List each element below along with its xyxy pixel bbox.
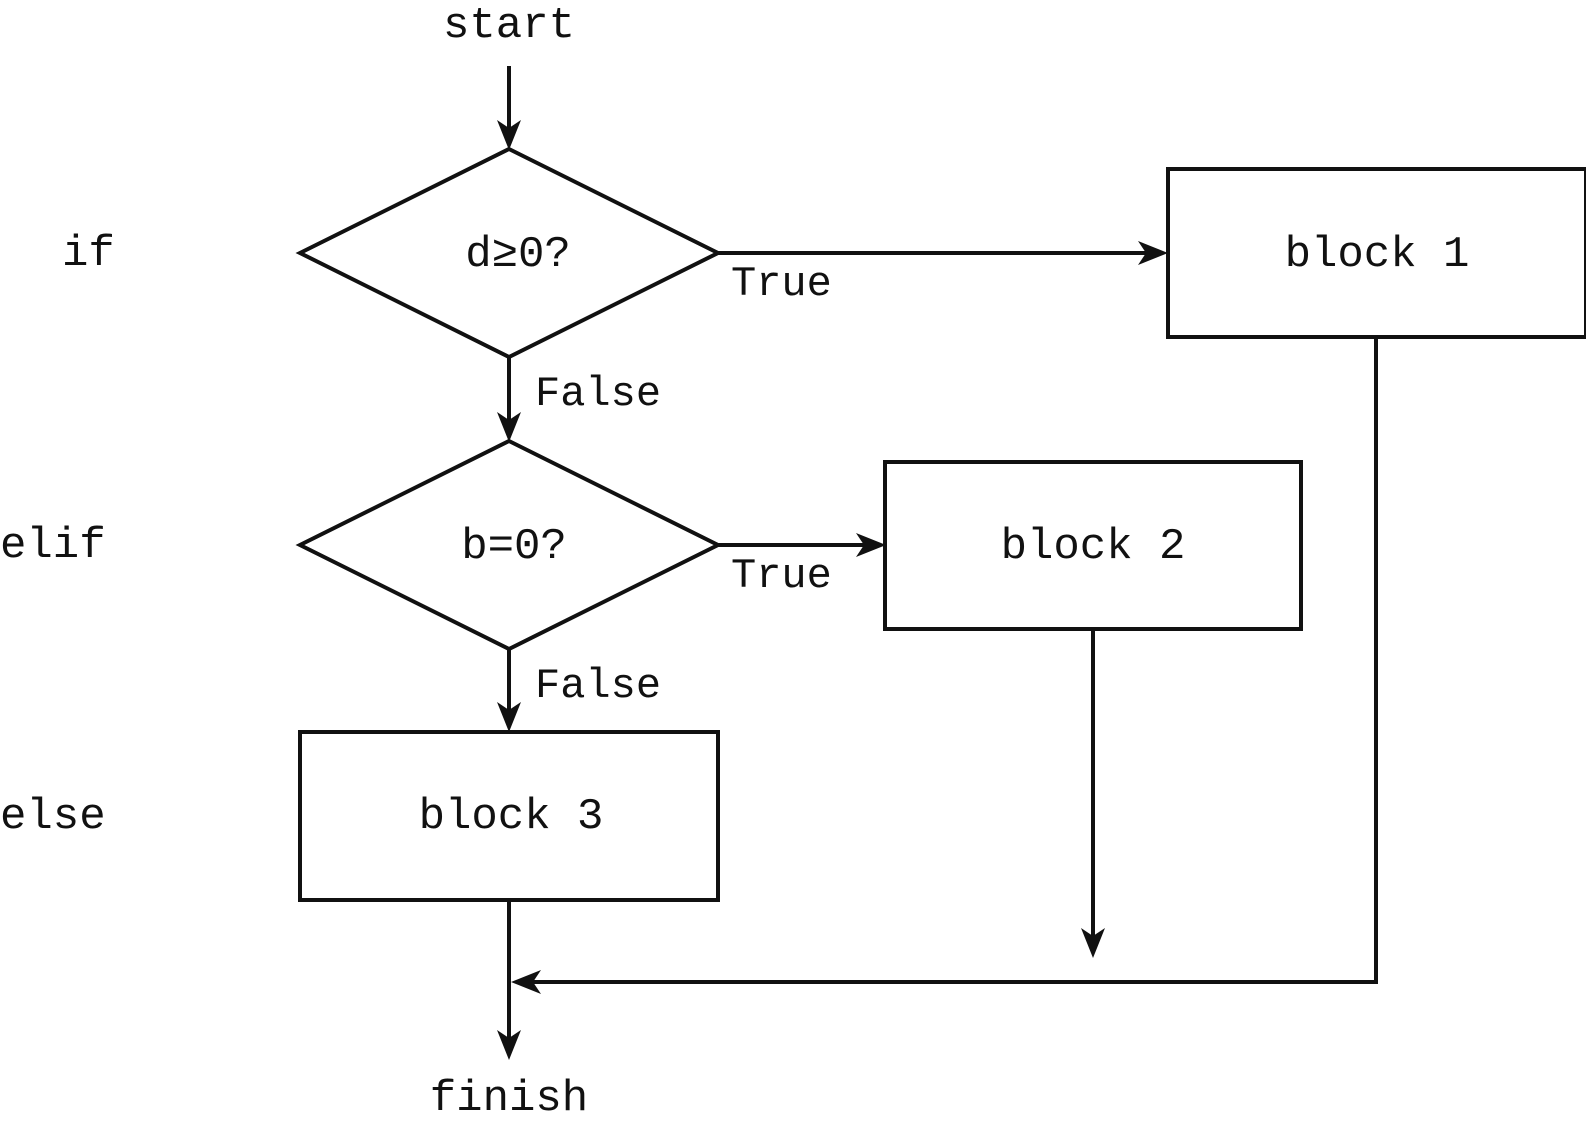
block2-text: block 2 xyxy=(1001,522,1186,572)
process-box-block1 xyxy=(1166,167,1586,339)
edge-label-decision1-true: True xyxy=(731,260,832,308)
decision1-text: d≥0? xyxy=(465,230,571,280)
arrowhead-start xyxy=(497,120,521,150)
process-box-block3 xyxy=(298,730,720,902)
labels: start finish if elif else d≥0? b=0? bloc… xyxy=(0,1,1469,1124)
arrowhead-merge xyxy=(511,970,541,994)
decision-diamond-2 xyxy=(295,438,723,652)
process-box-block2 xyxy=(883,460,1303,631)
arrowhead-block3 xyxy=(497,702,521,732)
arrowhead-block2 xyxy=(856,533,886,557)
keyword-if: if xyxy=(62,229,115,279)
block1-text: block 1 xyxy=(1285,230,1470,280)
edge-label-decision2-false: False xyxy=(535,662,661,710)
edge-label-decision1-false: False xyxy=(535,370,661,418)
block3-text: block 3 xyxy=(419,792,604,842)
edges xyxy=(497,66,1378,1060)
arrowhead-block2-merge xyxy=(1081,928,1105,958)
edge-block1-return xyxy=(526,338,1378,984)
edge-label-decision2-true: True xyxy=(731,552,832,600)
keyword-else: else xyxy=(0,792,106,842)
arrowhead-block1 xyxy=(1138,241,1168,265)
arrowhead-finish xyxy=(497,1030,521,1060)
decision-diamond-1 xyxy=(295,146,723,360)
finish-label: finish xyxy=(430,1074,588,1124)
start-label: start xyxy=(443,1,575,51)
keyword-elif: elif xyxy=(0,521,106,571)
decision2-text: b=0? xyxy=(461,522,567,572)
arrowhead-decision2 xyxy=(497,412,521,442)
nodes xyxy=(295,146,1586,902)
